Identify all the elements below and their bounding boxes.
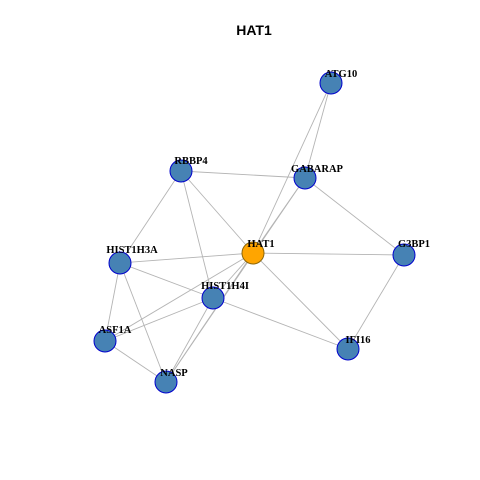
node-ifi16 — [336, 337, 360, 361]
node-rbbp4 — [169, 159, 193, 183]
node-nasp — [154, 370, 178, 394]
edge-hat1-hist1h3a — [119, 252, 254, 264]
edge-atg10-gabarap — [304, 82, 332, 179]
edge-gabarap-g3bp1 — [304, 177, 405, 256]
edge-gabarap-nasp — [165, 177, 306, 383]
edge-hat1-asf1a — [104, 252, 254, 342]
node-hist1h4i — [201, 286, 225, 310]
edge-hat1-ifi16 — [252, 252, 349, 350]
node-label-hat1: HAT1 — [247, 239, 274, 250]
edge-hist1h4i-ifi16 — [212, 297, 349, 350]
node-atg10 — [319, 71, 343, 95]
node-label-hist1h3a: HIST1H3A — [106, 245, 158, 256]
node-label-rbbp4: RBBP4 — [174, 156, 208, 167]
edge-gabarap-rbbp4 — [180, 170, 306, 179]
node-label-atg10: ATG10 — [325, 69, 357, 80]
node-label-ifi16: IFI16 — [345, 335, 370, 346]
edge-g3bp1-ifi16 — [347, 254, 405, 350]
edge-rbbp4-hist1h3a — [119, 170, 182, 264]
edge-asf1a-nasp — [104, 340, 167, 383]
edge-rbbp4-hist1h4i — [180, 170, 214, 299]
node-g3bp1 — [392, 243, 416, 267]
edges-layer — [104, 82, 405, 383]
node-hat1 — [241, 241, 265, 265]
nodes-layer — [93, 71, 416, 394]
edge-hist1h3a-hist1h4i — [119, 262, 214, 299]
graph-title: HAT1 — [236, 22, 272, 38]
node-label-g3bp1: G3BP1 — [398, 239, 430, 250]
node-hist1h3a — [108, 251, 132, 275]
edge-hist1h3a-nasp — [119, 262, 167, 383]
node-label-nasp: NASP — [160, 368, 188, 379]
edge-hist1h3a-asf1a — [104, 262, 121, 342]
node-label-hist1h4i: HIST1H4I — [201, 281, 249, 292]
node-gabarap — [293, 166, 317, 190]
edge-hat1-g3bp1 — [252, 252, 405, 256]
edge-hist1h4i-nasp — [165, 297, 214, 383]
node-label-gabarap: GABARAP — [291, 164, 344, 175]
edge-hat1-atg10 — [252, 82, 332, 254]
node-asf1a — [93, 329, 117, 353]
node-label-asf1a: ASF1A — [99, 325, 132, 336]
edge-hat1-rbbp4 — [180, 170, 254, 254]
edge-hist1h4i-asf1a — [104, 297, 214, 342]
